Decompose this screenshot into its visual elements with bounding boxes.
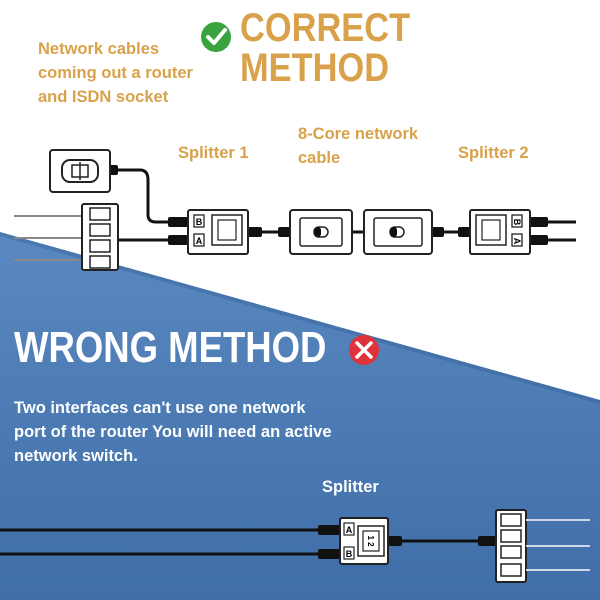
splitter-1-icon (187, 209, 249, 255)
splitter-1-port-b: B (196, 217, 203, 227)
correct-method-heading: CORRECT METHOD (240, 6, 411, 90)
splitter-2-port-a: A (512, 238, 522, 245)
splitter-1-port-a: A (196, 236, 203, 246)
wrong-method-panel-shadow (0, 232, 600, 404)
cross-icon (349, 335, 379, 365)
check-icon (201, 22, 231, 52)
wrong-splitter-port-a: A (346, 525, 353, 535)
wrong-method-heading: WRONG METHOD (14, 323, 327, 372)
wrong-plug-boots (318, 525, 496, 559)
wrong-router-icon (495, 509, 590, 583)
network-cable-label: 8-Core network cable (298, 125, 419, 167)
wrong-splitter-icon (339, 517, 389, 565)
wrong-splitter-label: Splitter (322, 478, 379, 496)
splitter-2-port-b: B (512, 219, 522, 226)
splitter-1-label: Splitter 1 (178, 144, 249, 162)
wrong-splitter-numbers: 1 2 (366, 535, 375, 547)
router-icon (14, 203, 119, 271)
coupler-2-icon (363, 209, 433, 255)
wrong-splitter-port-b: B (346, 549, 353, 559)
wall-socket-icon (49, 149, 111, 193)
wrong-method-description: Two interfaces can't use one network por… (14, 399, 332, 465)
correct-method-description: Network cables coming out a router and I… (38, 40, 193, 106)
wrong-method-panel (0, 232, 600, 600)
coupler-1-icon (289, 209, 353, 255)
splitter-2-label: Splitter 2 (458, 144, 529, 162)
cable-plug-boots (104, 165, 548, 245)
splitter-2-icon (469, 209, 531, 255)
